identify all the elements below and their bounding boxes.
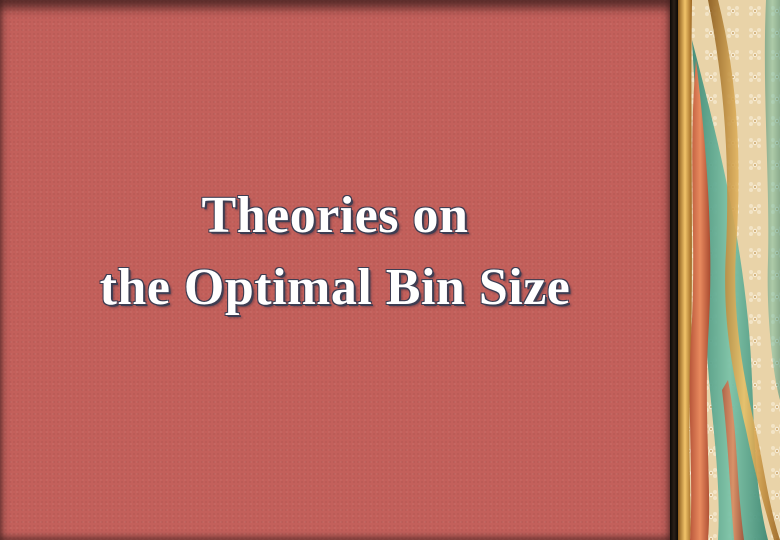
decorative-border-artwork <box>678 0 780 540</box>
slide-title: Theories on the Optimal Bin Size <box>0 180 670 324</box>
divider-bar <box>670 0 678 540</box>
decorative-ribbon-art <box>678 0 780 540</box>
title-line-2: the Optimal Bin Size <box>99 258 571 316</box>
main-panel: Theories on the Optimal Bin Size <box>0 0 670 540</box>
title-line-1: Theories on <box>201 187 469 244</box>
